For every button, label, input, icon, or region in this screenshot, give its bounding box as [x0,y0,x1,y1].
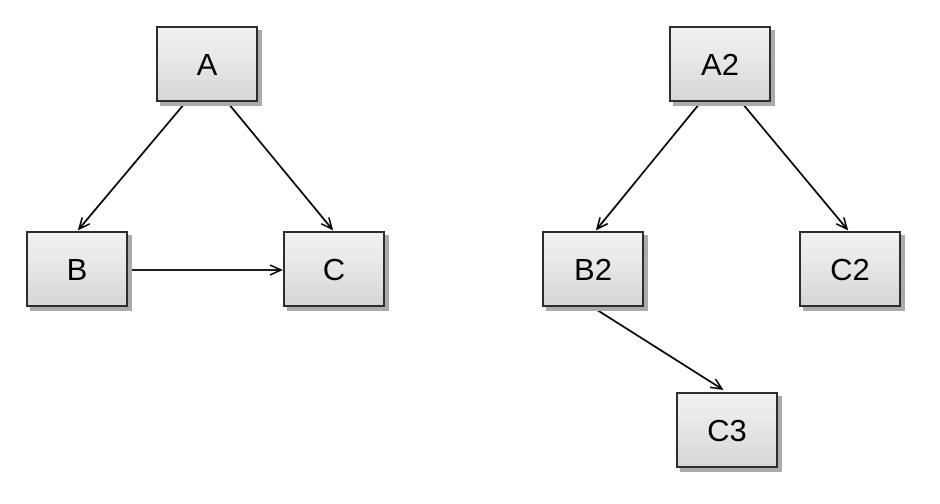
edge-A-B [79,102,186,229]
node-B2[interactable]: B2 [542,231,644,307]
node-A[interactable]: A [156,26,258,102]
node-C3-label: C3 [707,412,747,448]
node-C-label: C [322,251,346,287]
node-C3[interactable]: C3 [676,392,778,468]
node-B2-label: B2 [574,251,612,287]
node-C[interactable]: C [283,231,385,307]
edge-B2-C3 [593,307,722,389]
node-C2-label: C2 [830,251,870,287]
edge-A-C [227,102,332,229]
node-B[interactable]: B [26,231,128,307]
node-A2-label: A2 [701,46,739,82]
node-B-label: B [66,251,88,287]
node-C2[interactable]: C2 [799,231,901,307]
edge-A2-B2 [597,102,701,229]
edge-A2-C2 [741,102,847,229]
node-A2[interactable]: A2 [669,26,771,102]
node-A-label: A [196,46,218,82]
